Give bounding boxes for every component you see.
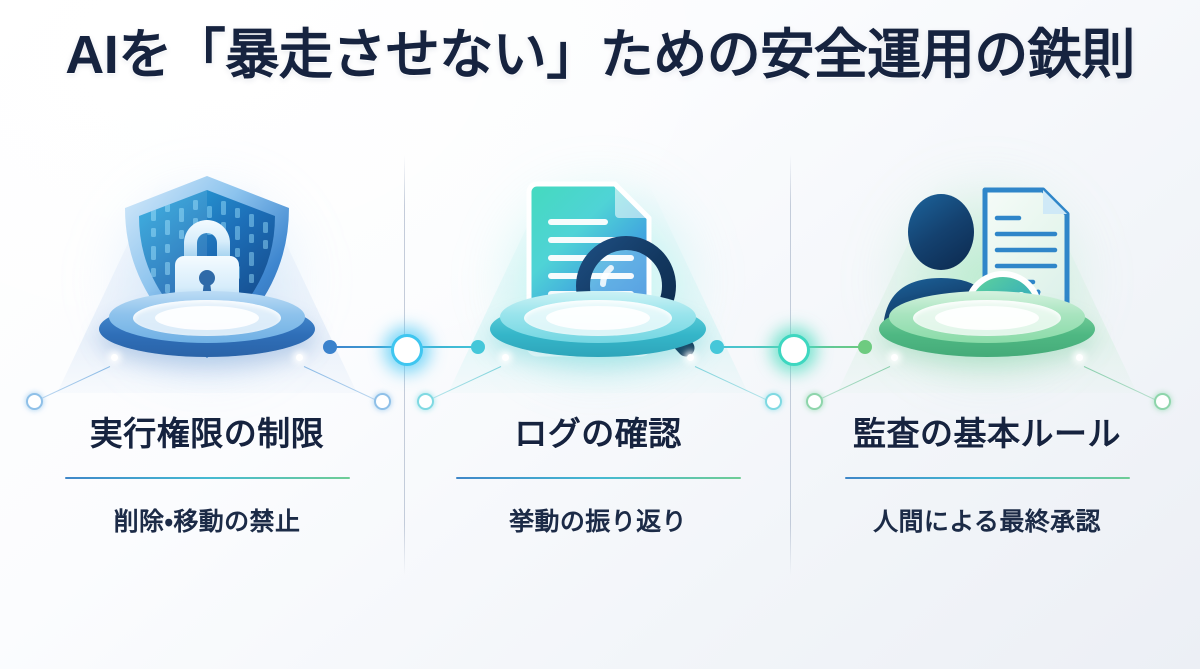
connector-node-right: [1154, 393, 1171, 410]
label-block: ログの確認 挙動の振り返り: [403, 415, 793, 538]
podium-glow-dot-left: [502, 354, 509, 361]
illustration-approval: [792, 150, 1182, 410]
connector-node-left: [26, 393, 43, 410]
connector-dot-end: [858, 340, 872, 354]
column-subtext: 削除・移動の禁止: [113, 507, 301, 536]
page-title: AIを「暴走させない」ための安全運用の鉄則: [65, 25, 1135, 85]
illustration-document: [403, 150, 793, 410]
step-connector-2: [710, 334, 872, 366]
podium-base: [99, 291, 315, 367]
connector-node-left: [417, 393, 434, 410]
connector-node-center: [391, 334, 423, 366]
column-log-check: ログの確認 挙動の振り返り: [403, 150, 793, 590]
label-block: 監査の基本ルール 人間による最終承認: [792, 415, 1182, 538]
label-block: 実行権限の制限 削除・移動の禁止: [12, 415, 402, 538]
podium-glow-dot-right: [1076, 354, 1083, 361]
connector-node-right: [374, 393, 391, 410]
illustration-shield: [12, 150, 402, 410]
connector-dot-start: [710, 340, 724, 354]
connector-dot-end: [471, 340, 485, 354]
page-title-container: AIを「暴走させない」ための安全運用の鉄則: [0, 25, 1200, 85]
column-subtext: 挙動の振り返り: [509, 507, 687, 536]
podium-glow-dot-left: [111, 354, 118, 361]
column-headline: 監査の基本ルール: [853, 415, 1121, 452]
connector-node-left: [806, 393, 823, 410]
column-headline: ログの確認: [514, 415, 682, 452]
headline-underline: [844, 476, 1130, 479]
podium-base: [879, 291, 1095, 367]
podium-inner: [546, 306, 650, 330]
column-audit-rules: 監査の基本ルール 人間による最終承認: [792, 150, 1182, 590]
step-connector-1: [323, 334, 485, 366]
column-headline: 実行権限の制限: [89, 415, 325, 452]
connector-node-center: [778, 334, 810, 366]
column-subtext: 人間による最終承認: [873, 507, 1101, 536]
podium-inner: [155, 306, 259, 330]
podium-glow-dot-left: [891, 354, 898, 361]
podium-base: [490, 291, 706, 367]
podium-inner: [935, 306, 1039, 330]
headline-underline: [64, 476, 350, 479]
connector-dot-start: [323, 340, 337, 354]
podium-glow-dot-right: [296, 354, 303, 361]
headline-underline: [455, 476, 741, 479]
connector-node-right: [765, 393, 782, 410]
podium-glow-dot-right: [687, 354, 694, 361]
column-execution-permission: 実行権限の制限 削除・移動の禁止: [12, 150, 402, 590]
